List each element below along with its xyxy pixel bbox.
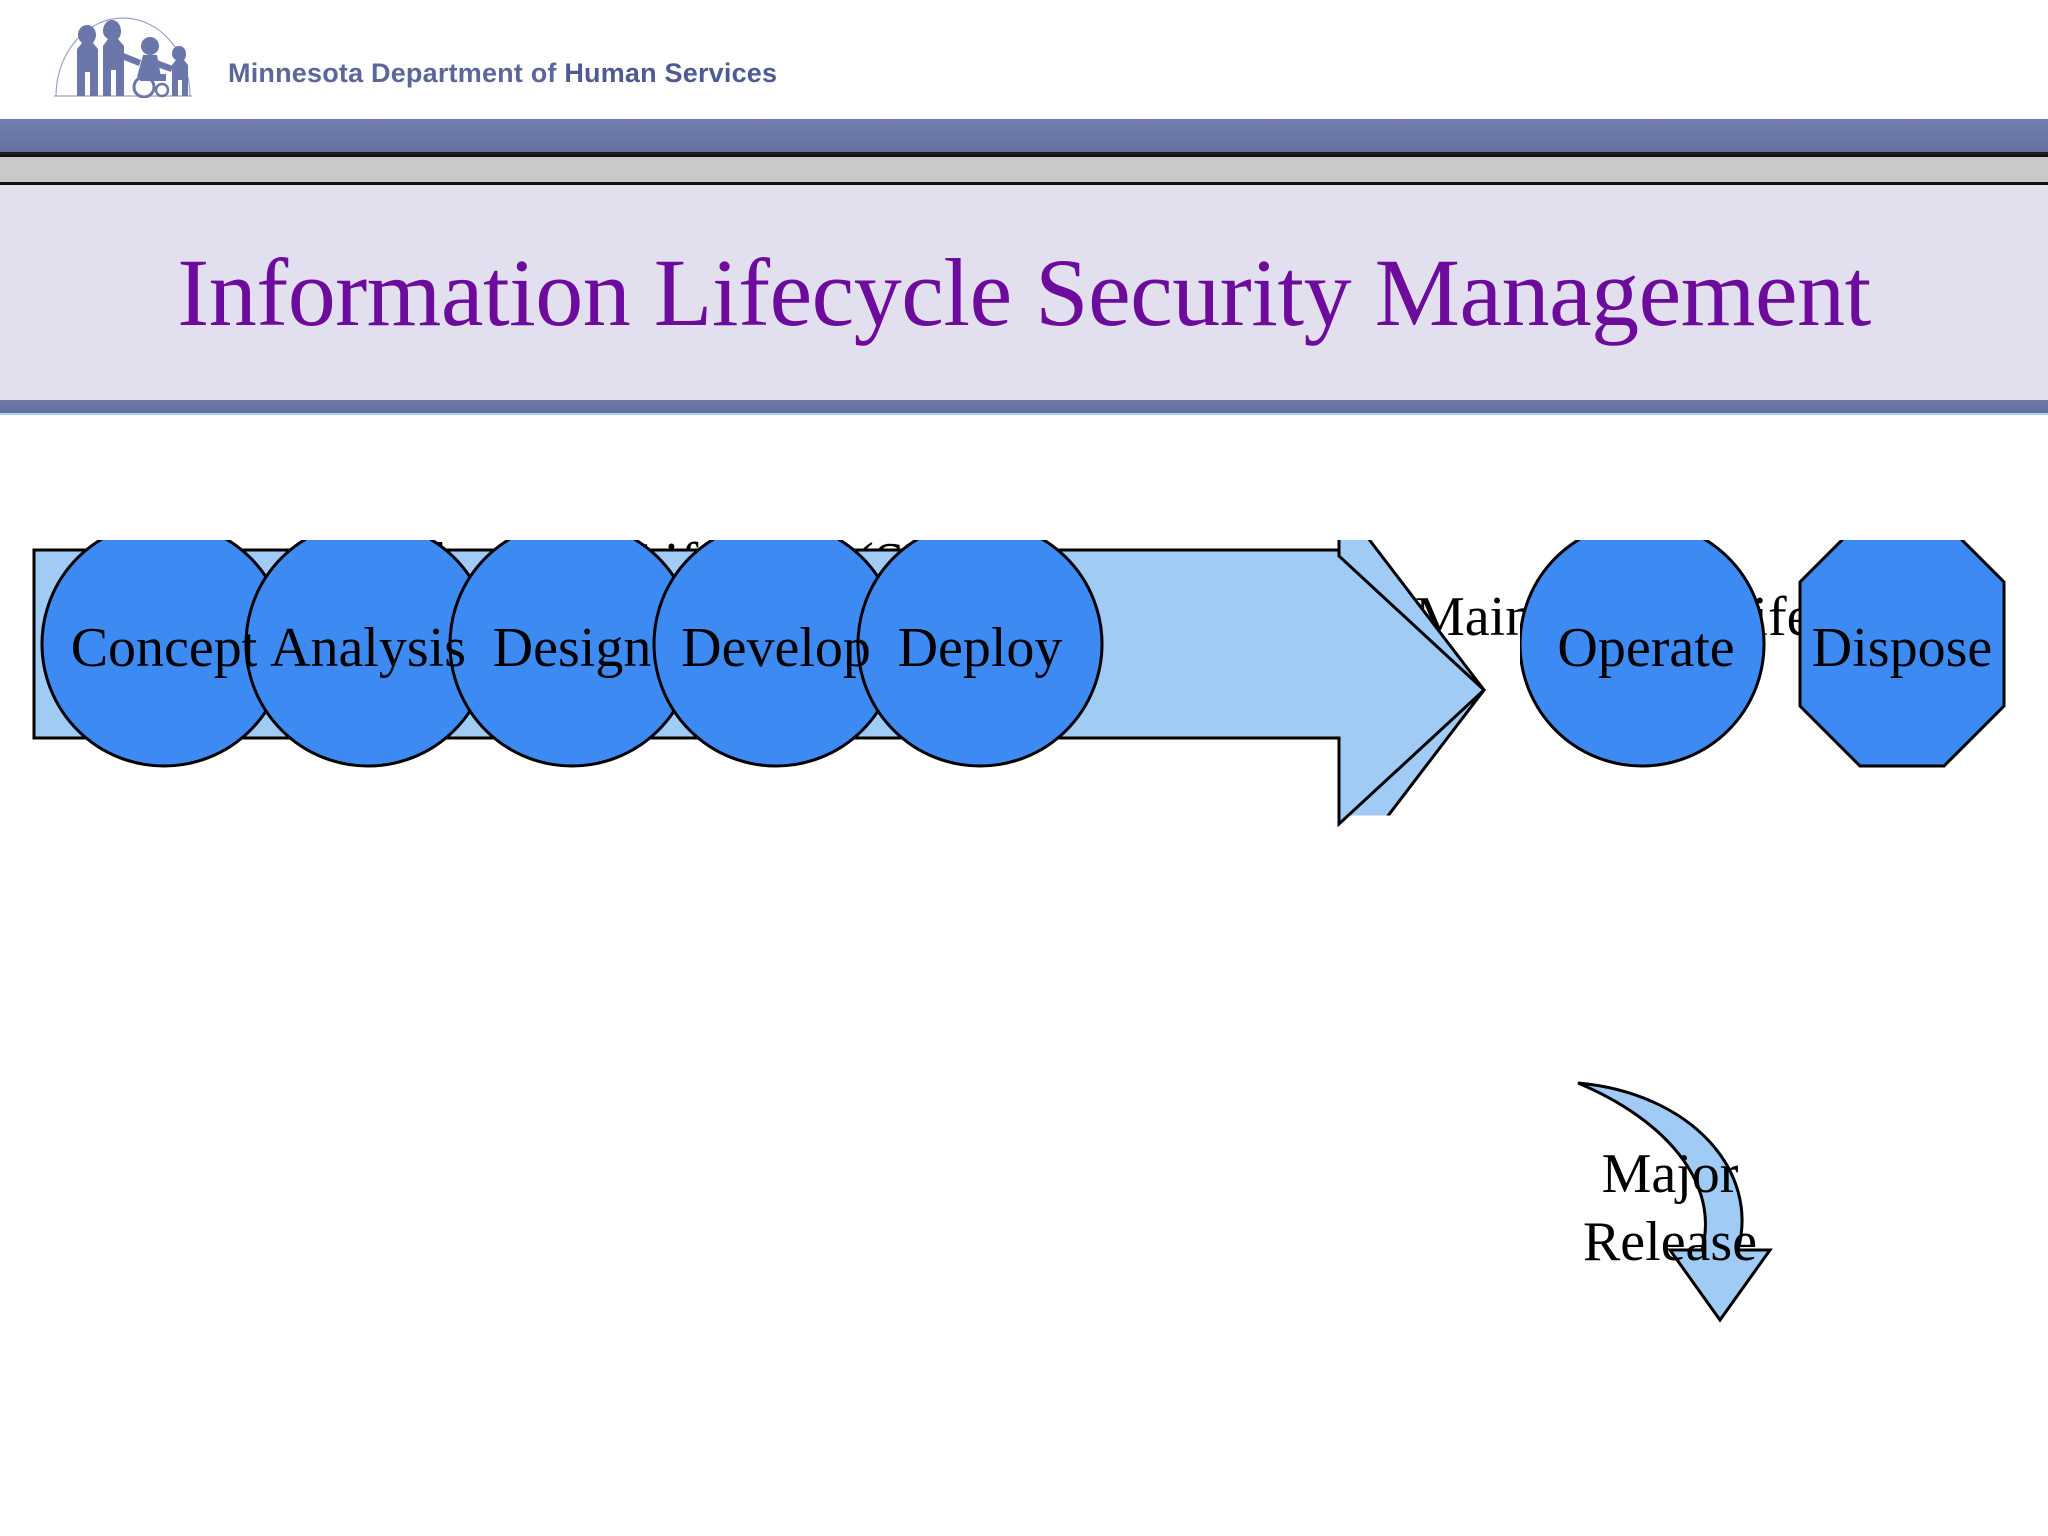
major-release-curved-arrow-icon (1577, 1081, 1773, 1323)
dhs-family-silhouette-logo-icon (48, 8, 198, 99)
title-band (0, 185, 2048, 400)
major-release-label: Major Release (1583, 1140, 1757, 1277)
maintenance-shapes (1520, 540, 2006, 768)
maintenance-stage-circle-operate[interactable] (1520, 540, 1766, 768)
major-release-label-line1: Major (1601, 1143, 1739, 1205)
sdlc-stage-circle-deploy[interactable] (856, 540, 1104, 768)
page-title: Information Lifecycle Security Managemen… (177, 239, 1871, 346)
agency-name-bold: Human Services (564, 58, 778, 88)
sdlc-process-arrow (32, 540, 1487, 860)
major-release-label-line2: Release (1582, 1211, 1758, 1274)
header-accent-band-bottom (0, 400, 2048, 415)
maintenance-stage-label-dispose: Dispose (1811, 617, 1993, 679)
sdlc-stage-label-deploy: Deploy (897, 617, 1063, 679)
maintenance-stage-label-operate: Operate (1557, 617, 1735, 679)
agency-name-light: Minnesota Department of (228, 58, 565, 88)
sdlc-stage-label-analysis: Analysis (270, 617, 466, 679)
agency-wordmark: Minnesota Department of Human Services (228, 58, 777, 89)
sdlc-stage-label-design: Design (492, 617, 652, 679)
maintenance-stage-octagon-dispose[interactable] (1798, 540, 2006, 768)
major-release-arrow-path (1577, 1081, 1773, 1323)
header-gray-bar (0, 155, 2048, 185)
header-logo-band: Minnesota Department of Human Services (0, 0, 2048, 119)
sdlc-stage-label-concept: Concept (70, 617, 258, 679)
sdlc-stage-label-develop: Develop (681, 617, 871, 679)
header-accent-band-top (0, 119, 2048, 155)
